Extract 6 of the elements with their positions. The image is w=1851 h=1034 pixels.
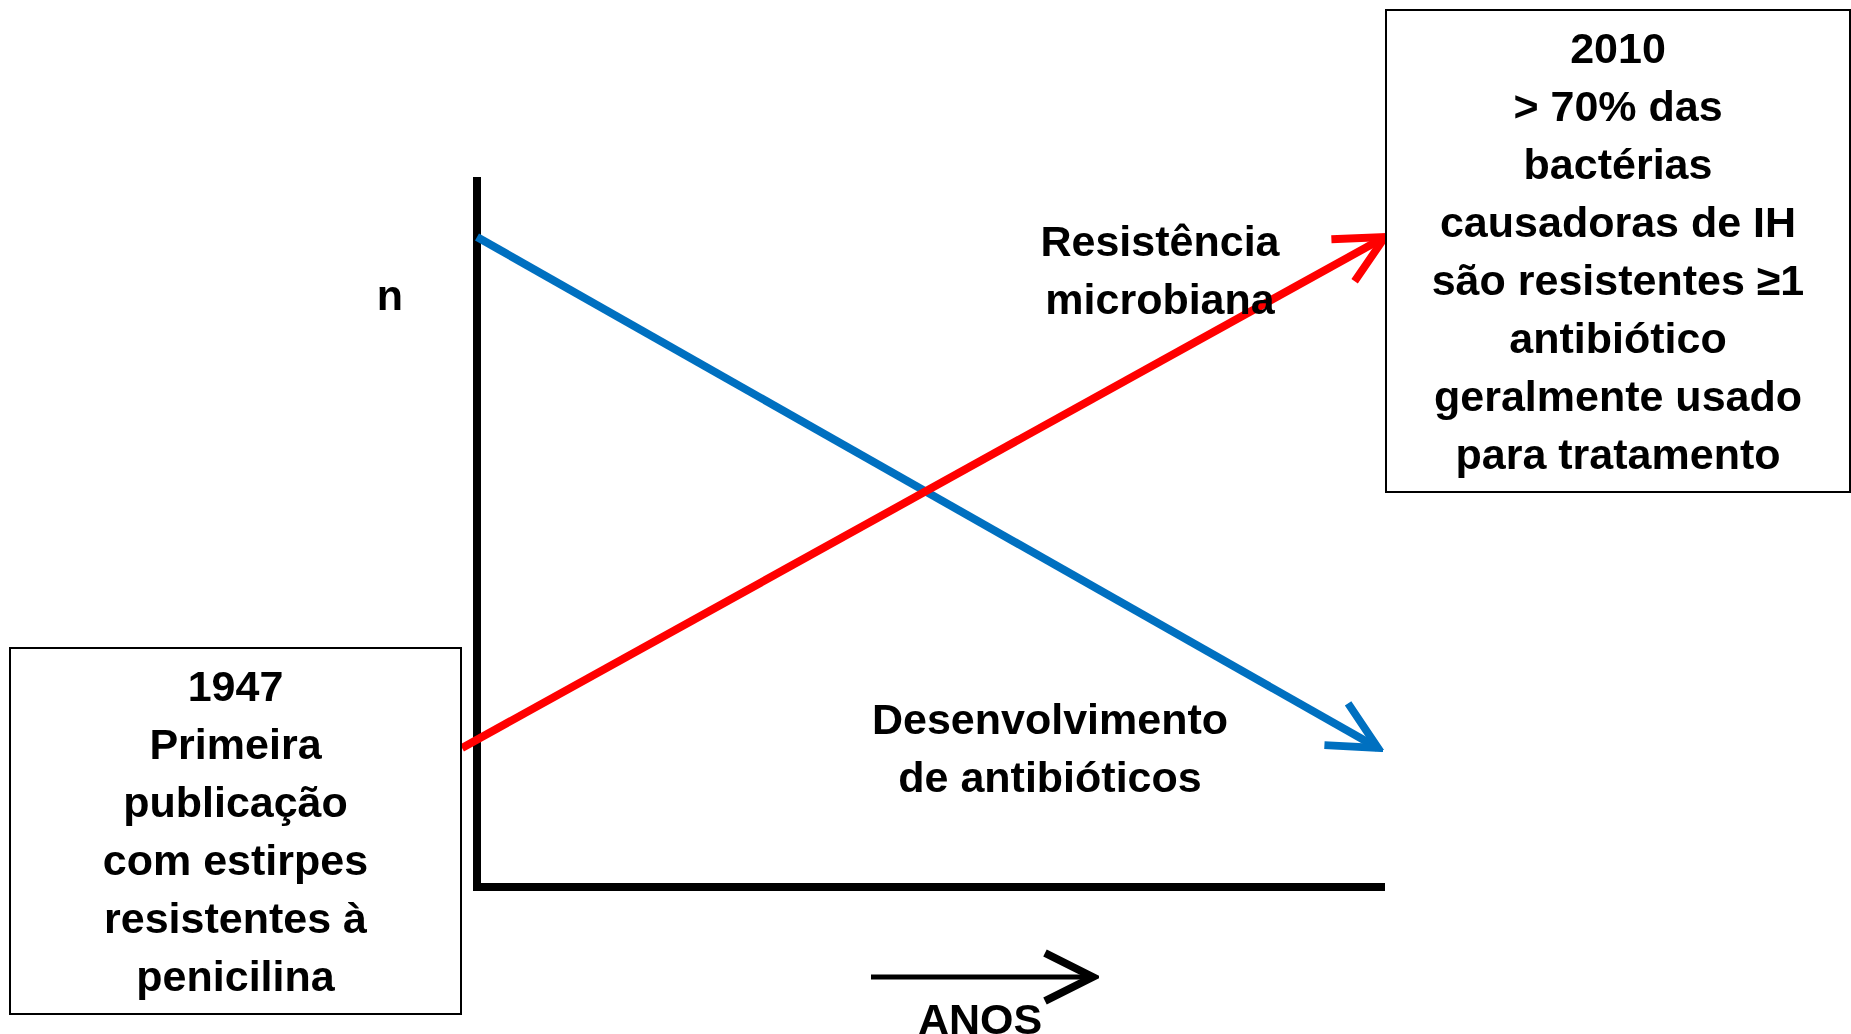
axis-label: n <box>375 270 405 321</box>
line-label: Desenvolvimento de antibióticos <box>870 694 1230 803</box>
edge-label: Resistência microbiana <box>1039 216 1281 325</box>
text-box: 2010 > 70% das bactérias causadoras de IH são resistentes ≥1 antibiótico geralmente usado para tratamento <box>1385 9 1851 493</box>
text-box: 1947 Primeira publicação com estirpes resistentes à penicilina <box>9 647 462 1015</box>
axis-label: ANOS <box>916 994 1044 1034</box>
